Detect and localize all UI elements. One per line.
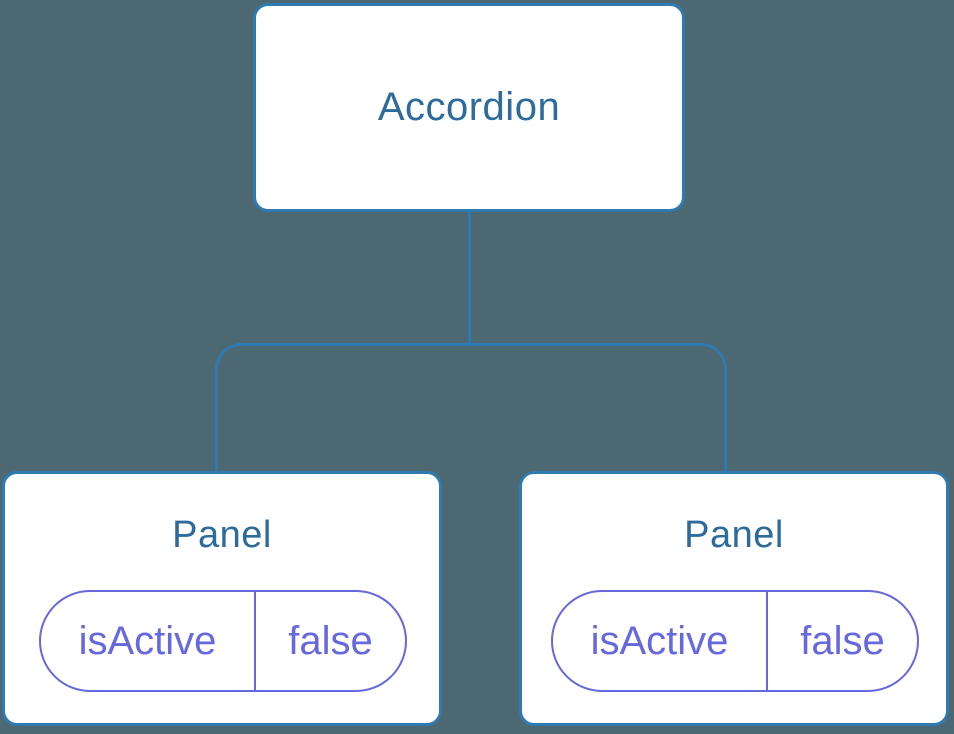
panel-node-label: Panel [684, 514, 784, 556]
node-accordion: Accordion [253, 3, 685, 212]
connector-bracket [215, 343, 727, 472]
state-name: isActive [590, 618, 729, 663]
panel-node-label: Panel [172, 514, 272, 556]
state-value: false [766, 592, 917, 690]
state-pill: isActive false [39, 590, 407, 692]
state-value: false [254, 592, 405, 690]
accordion-node-label: Accordion [377, 85, 561, 129]
connector-stem [468, 211, 471, 344]
node-panel-left: Panel isActive false [2, 471, 442, 726]
state-pill: isActive false [551, 590, 919, 692]
state-name: isActive [78, 618, 217, 663]
node-panel-right: Panel isActive false [519, 471, 949, 726]
